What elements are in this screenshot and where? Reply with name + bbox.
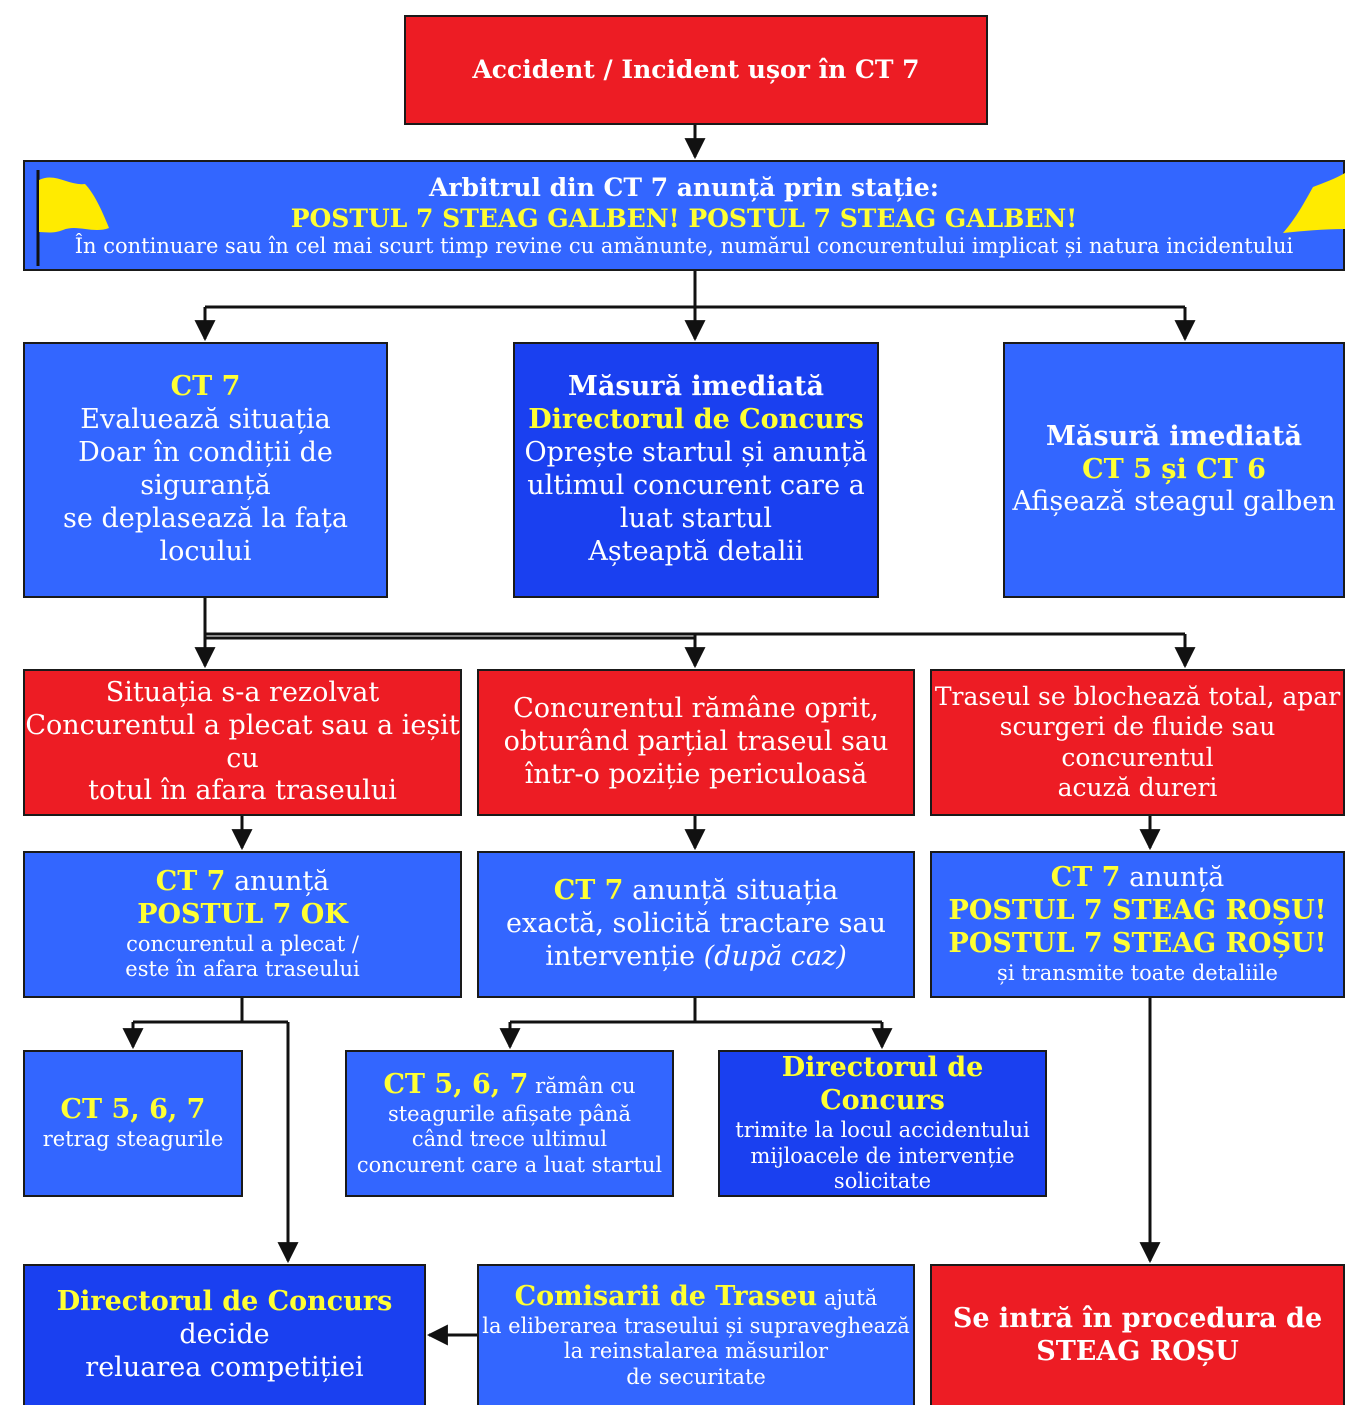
ct56-measure-line1: Afișează steagul galben: [1012, 486, 1336, 518]
director-measure-line3: luat startul: [619, 502, 773, 534]
case-stopped-line2: obturând parțial traseul sau: [503, 726, 889, 758]
announce-ok-line2: este în afara traseului: [125, 957, 360, 982]
flags-kept-box: CT 5, 6, 7 rămân cu steagurile afișate p…: [345, 1050, 674, 1197]
announce-situation-line2-italic: (după caz): [703, 940, 847, 972]
red-procedure-box: Se intră în procedura de STEAG ROȘU: [930, 1264, 1345, 1405]
start-title: Accident / Incident ușor în CT 7: [472, 54, 920, 84]
ct56-measure-title: Măsură imediată: [1046, 420, 1302, 452]
ct56-measure-box: Măsură imediată CT 5 și CT 6 Afișează st…: [1003, 342, 1345, 598]
commissioners-verb: ajută: [817, 1285, 878, 1310]
director-send-line3: solicitate: [833, 1169, 932, 1194]
ct7-evaluate-line3: se deplasează la fața locului: [63, 502, 348, 567]
announce-red-signal2: POSTUL 7 STEAG ROȘU!: [948, 928, 1327, 960]
announce-situation-verb: anunță situația: [623, 875, 839, 907]
director-send-box: Directorul de Concurs trimite la locul a…: [718, 1050, 1047, 1197]
announce-ok-box: CT 7 anunță POSTUL 7 OK concurentul a pl…: [23, 851, 462, 998]
commissioners-who: Comisarii de Traseu: [514, 1280, 818, 1312]
announce-situation-line1: exactă, solicită tractare sau: [506, 908, 886, 940]
director-measure-line2: ultimul concurent care a: [527, 470, 865, 501]
announce-red-box: CT 7 anunță POSTUL 7 STEAG ROȘU! POSTUL …: [930, 851, 1345, 998]
case-resolved-box: Situația s-a rezolvat Concurentul a plec…: [23, 669, 462, 816]
red-procedure-line2: STEAG ROȘU: [1036, 1335, 1239, 1367]
announce-red-verb: anunță: [1120, 862, 1225, 894]
announce-red-heading: CT 7 anunță: [1051, 862, 1225, 895]
start-box: Accident / Incident ușor în CT 7: [404, 15, 988, 125]
case-stopped-box: Concurentul rămâne oprit, obturând parți…: [477, 669, 915, 816]
commissioners-box: Comisarii de Traseu ajută la eliberarea …: [477, 1264, 915, 1405]
announce-red-who: CT 7: [1050, 862, 1121, 894]
director-send-who: Directorul de Concurs: [781, 1052, 984, 1117]
flags-kept-line2: când trece ultimul: [411, 1127, 608, 1152]
case-blocked-line3: acuză dureri: [1057, 773, 1218, 802]
announce-ok-who: CT 7: [155, 865, 226, 897]
case-blocked-line2: scurgeri de fluide sau concurentul: [999, 712, 1276, 772]
director-resume-who: Directorul de Concurs: [56, 1286, 393, 1318]
announce-line3: În continuare sau în cel mai scurt timp …: [74, 234, 1294, 259]
announce-red-signal1: POSTUL 7 STEAG ROȘU!: [948, 895, 1327, 927]
director-resume-heading: Directorul de Concurs decide: [25, 1286, 424, 1352]
red-procedure-line1: Se intră în procedura de: [952, 1302, 1323, 1334]
case-resolved-line1: Situația s-a rezolvat: [105, 676, 380, 708]
ct7-evaluate-box: CT 7 Evaluează situația Doar în condiții…: [23, 342, 388, 598]
announce-ok-verb: anunță: [225, 865, 330, 897]
announce-red-line1: și transmite toate detaliile: [997, 961, 1278, 986]
announce-ok-line1: concurentul a plecat /: [126, 931, 359, 956]
ct7-evaluate-line1: Evaluează situația: [80, 404, 331, 436]
case-stopped-line1: Concurentul rămâne oprit,: [513, 693, 879, 725]
director-measure-line4: Așteaptă detalii: [588, 535, 804, 567]
announce-situation-line2-wrap: intervenție (după caz): [545, 941, 847, 974]
announce-situation-box: CT 7 anunță situația exactă, solicită tr…: [477, 851, 915, 998]
announce-line2: POSTUL 7 STEAG GALBEN! POSTUL 7 STEAG GA…: [290, 203, 1078, 233]
director-send-line1: trimite la locul accidentului: [735, 1118, 1030, 1143]
director-measure-title: Măsură imediată: [568, 371, 824, 403]
retract-flags-box: CT 5, 6, 7 retrag steagurile: [23, 1050, 243, 1197]
director-resume-verb: decide: [179, 1319, 270, 1351]
director-measure-line1: Oprește startul și anunță: [524, 437, 868, 469]
director-resume-box: Directorul de Concurs decide reluarea co…: [23, 1264, 426, 1405]
ct56-measure-who: CT 5 și CT 6: [1082, 453, 1266, 485]
case-resolved-line2: Concurentul a plecat sau a ieșit cu: [25, 709, 460, 774]
director-measure-box: Măsură imediată Directorul de Concurs Op…: [513, 342, 879, 598]
announce-ok-signal: POSTUL 7 OK: [137, 898, 348, 930]
flags-kept-verb: rămân cu: [528, 1073, 636, 1098]
announce-ok-heading: CT 7 anunță: [156, 866, 330, 899]
commissioners-line3: de securitate: [626, 1364, 766, 1389]
announce-situation-heading: CT 7 anunță situația: [554, 875, 839, 908]
yellow-flag-icon: [1283, 173, 1345, 233]
commissioners-heading: Comisarii de Traseu ajută: [515, 1281, 878, 1314]
ct7-evaluate-line2: Doar în condiții de siguranță: [78, 437, 333, 501]
director-send-line2: mijloacele de intervenție: [750, 1143, 1015, 1168]
director-resume-line1: reluarea competiției: [85, 1351, 364, 1383]
case-stopped-line3: într-o poziție periculoasă: [524, 758, 868, 790]
announce-banner: Arbitrul din CT 7 anunță prin stație: PO…: [23, 160, 1345, 271]
commissioners-line1: la eliberarea traseului și supraveghează: [482, 1313, 910, 1338]
ct7-evaluate-title: CT 7: [170, 371, 241, 403]
retract-flags-who: CT 5, 6, 7: [60, 1094, 206, 1126]
case-blocked-box: Traseul se blochează total, apar scurger…: [930, 669, 1345, 816]
flags-kept-heading: CT 5, 6, 7 rămân cu: [383, 1069, 635, 1102]
director-measure-who: Directorul de Concurs: [528, 404, 864, 436]
announce-situation-line2: intervenție: [545, 940, 704, 972]
announce-line1: Arbitrul din CT 7 anunță prin stație:: [428, 173, 939, 203]
flags-kept-who: CT 5, 6, 7: [383, 1068, 529, 1100]
yellow-flag-icon: [36, 170, 109, 266]
announce-situation-who: CT 7: [553, 875, 624, 907]
case-blocked-line1: Traseul se blochează total, apar: [934, 681, 1341, 711]
flags-kept-line1: steagurile afișate până: [387, 1101, 632, 1126]
flags-kept-line3: concurent care a luat startul: [356, 1152, 663, 1177]
commissioners-line2: la reinstalarea măsurilor: [563, 1339, 829, 1364]
case-resolved-line3: totul în afara traseului: [88, 775, 397, 807]
retract-flags-line1: retrag steagurile: [42, 1127, 224, 1152]
